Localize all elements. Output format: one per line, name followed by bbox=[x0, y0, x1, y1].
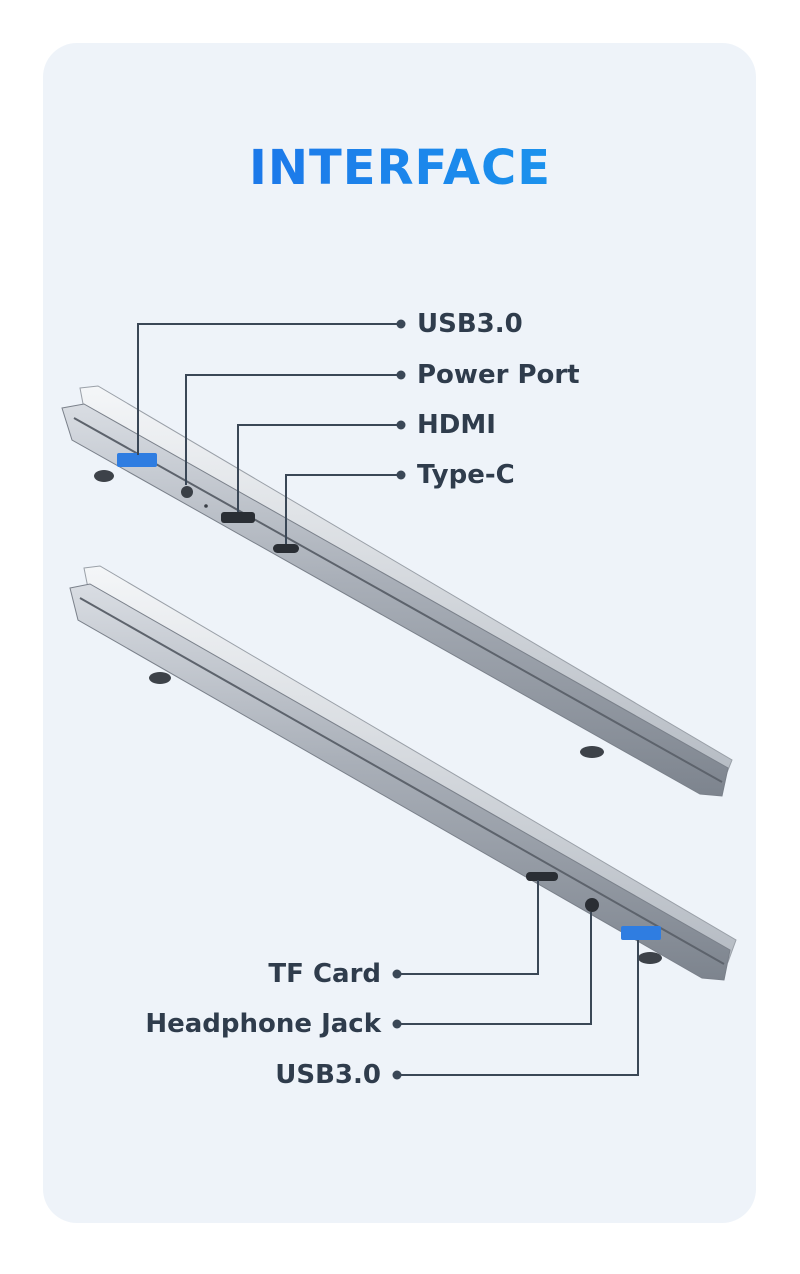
leader-dot bbox=[392, 1070, 402, 1080]
leader-lines-bottom bbox=[398, 880, 639, 1076]
label-type-c: Type-C bbox=[417, 460, 515, 490]
laptop-top bbox=[61, 385, 733, 797]
leader-dot bbox=[392, 969, 402, 979]
laptop-bottom bbox=[69, 565, 737, 981]
leader-lines-top bbox=[137, 323, 400, 544]
hdmi-port-icon bbox=[221, 512, 255, 523]
type-c-port-icon bbox=[273, 544, 299, 553]
label-power-port: Power Port bbox=[417, 360, 580, 390]
tf-card-slot-icon bbox=[526, 872, 558, 881]
headphone-jack-icon bbox=[585, 898, 599, 912]
leader-dot bbox=[396, 319, 406, 329]
leader-dot bbox=[396, 420, 406, 430]
label-usb3-bottom: USB3.0 bbox=[275, 1060, 381, 1090]
leader-dot bbox=[392, 1019, 402, 1029]
usb3-port-icon bbox=[117, 453, 157, 467]
label-usb3-top: USB3.0 bbox=[417, 309, 523, 339]
usb3-port-right-icon bbox=[621, 926, 661, 940]
leader-dot bbox=[396, 470, 406, 480]
label-hdmi: HDMI bbox=[417, 410, 496, 440]
leader-dot bbox=[396, 370, 406, 380]
power-port-icon bbox=[181, 486, 193, 498]
label-tf-card: TF Card bbox=[268, 959, 381, 989]
page-title: INTERFACE bbox=[0, 140, 800, 196]
label-headphone-jack: Headphone Jack bbox=[145, 1009, 381, 1039]
